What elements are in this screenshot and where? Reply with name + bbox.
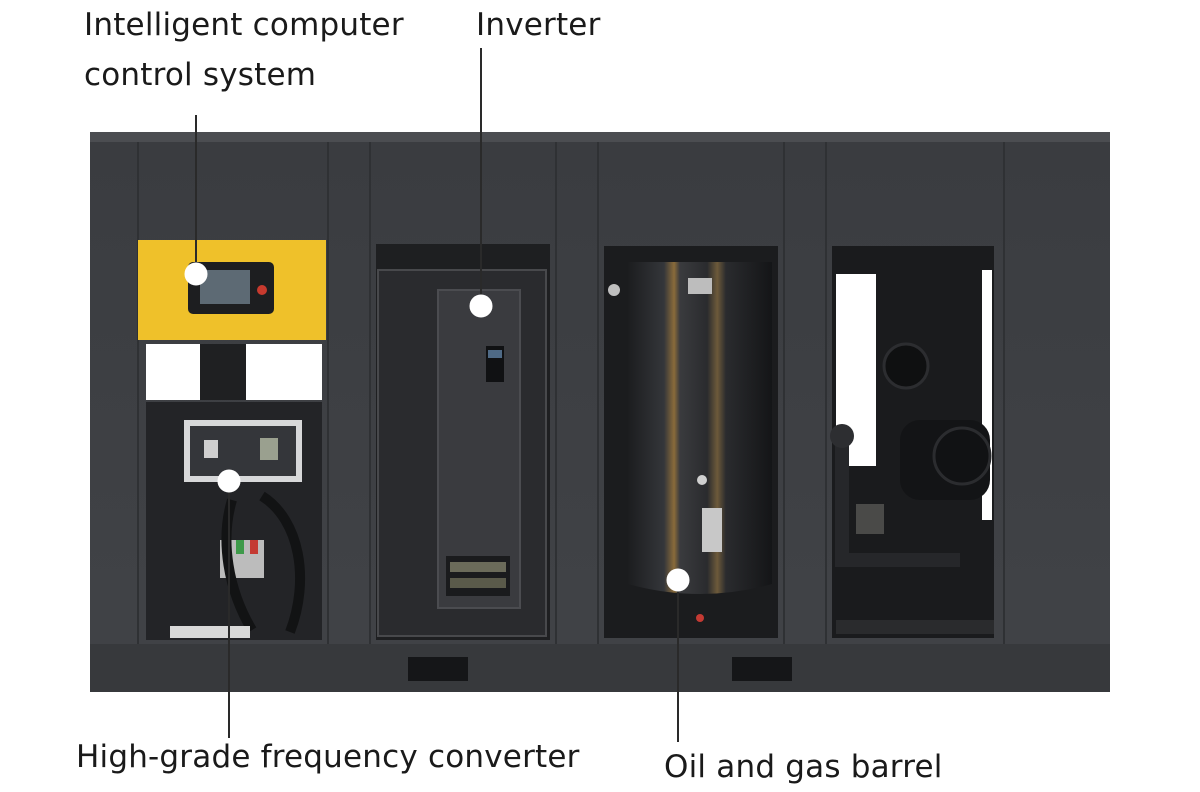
terminal-green — [236, 540, 244, 554]
bay-opening — [982, 270, 992, 520]
base-slot-right — [732, 657, 792, 681]
markers — [184, 262, 690, 592]
motor-housing — [932, 426, 992, 486]
barrel-nameplate — [688, 278, 712, 294]
label-control-system-line2: control system — [84, 57, 317, 93]
base-slot-left — [408, 657, 468, 681]
discharge-pipe — [835, 440, 960, 567]
control-section — [138, 240, 326, 640]
marker-oil-gas-barrel — [666, 568, 690, 592]
inverter-unit — [438, 290, 520, 608]
terminal-strip — [450, 578, 506, 588]
marker-frequency-converter — [217, 469, 241, 493]
touch-screen — [200, 270, 250, 304]
breaker — [204, 440, 218, 458]
cable-bundle — [259, 491, 305, 634]
cabinet-top-edge — [90, 132, 1110, 142]
inverter-section — [376, 244, 550, 640]
contactor — [260, 438, 278, 460]
barrel-fitting — [697, 475, 707, 485]
pipe-elbow — [830, 424, 854, 448]
label-oil-gas-barrel: Oil and gas barrel — [664, 749, 943, 785]
inverter-display — [488, 350, 502, 358]
marker-control-system — [184, 262, 208, 286]
marker-inverter — [469, 294, 493, 318]
cabinet-base — [90, 644, 1110, 692]
pressure-gauge — [608, 284, 620, 296]
inverter-unit-edge — [437, 289, 521, 609]
terminal-red — [250, 540, 258, 554]
leader-lines — [195, 48, 679, 742]
emergency-stop-button — [257, 285, 267, 295]
compressor-base-frame — [836, 620, 994, 634]
drain-valve — [696, 614, 704, 622]
compressor-section — [830, 246, 994, 638]
air-intake-valve — [882, 342, 930, 390]
check-valve — [856, 504, 884, 534]
label-control-system: Intelligent computer control system — [84, 0, 404, 100]
label-control-system-line1: Intelligent computer — [84, 7, 404, 43]
cabinet-floor-plate — [170, 626, 250, 638]
level-sight-glass — [702, 508, 722, 552]
oil-gas-barrel — [628, 262, 772, 594]
oil-barrel-section — [604, 246, 778, 638]
panel-divider — [200, 344, 246, 400]
label-frequency-converter: High-grade frequency converter — [76, 739, 580, 775]
label-inverter: Inverter — [476, 7, 601, 43]
terminal-strip — [450, 562, 506, 572]
